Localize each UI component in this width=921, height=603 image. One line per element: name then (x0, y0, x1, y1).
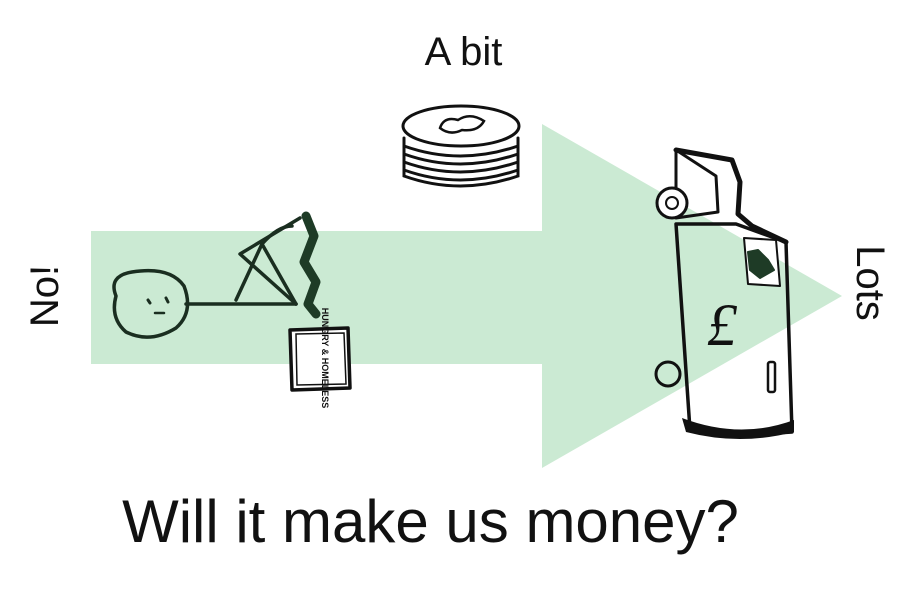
diagram-title: Will it make us money? (122, 488, 739, 555)
hungry-homeless-sign-icon: HUNGRY & HOMELESS (288, 308, 352, 409)
label-no: No! (23, 264, 67, 328)
coin-stack-icon (401, 104, 521, 188)
wallet-icon: £ (654, 147, 794, 439)
sign-text: HUNGRY & HOMELESS (320, 308, 330, 409)
label-a-bit: A bit (424, 30, 503, 74)
label-lots: Lots (848, 245, 892, 321)
stick-figure-icon (112, 211, 321, 339)
arrow-head (542, 124, 842, 468)
pound-sign: £ (707, 292, 738, 358)
